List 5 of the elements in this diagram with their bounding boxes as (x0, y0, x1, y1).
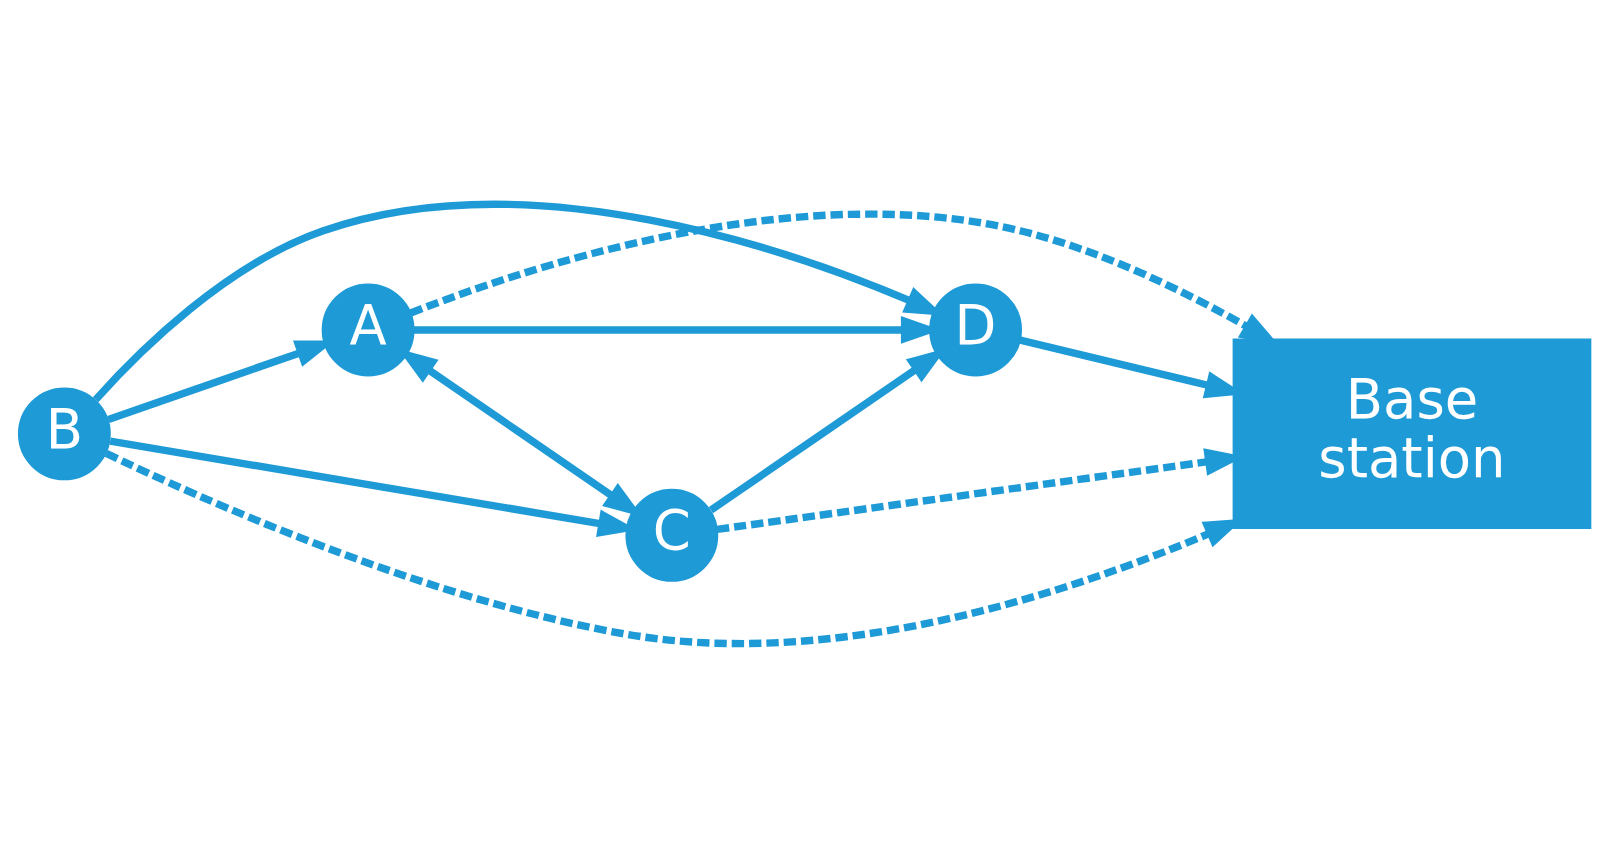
node-box: Base station (1232, 338, 1591, 530)
node-circle: A (321, 283, 415, 377)
node-circle: D (928, 283, 1022, 377)
node-circle: C (624, 488, 718, 582)
node-circle: B (17, 387, 111, 481)
